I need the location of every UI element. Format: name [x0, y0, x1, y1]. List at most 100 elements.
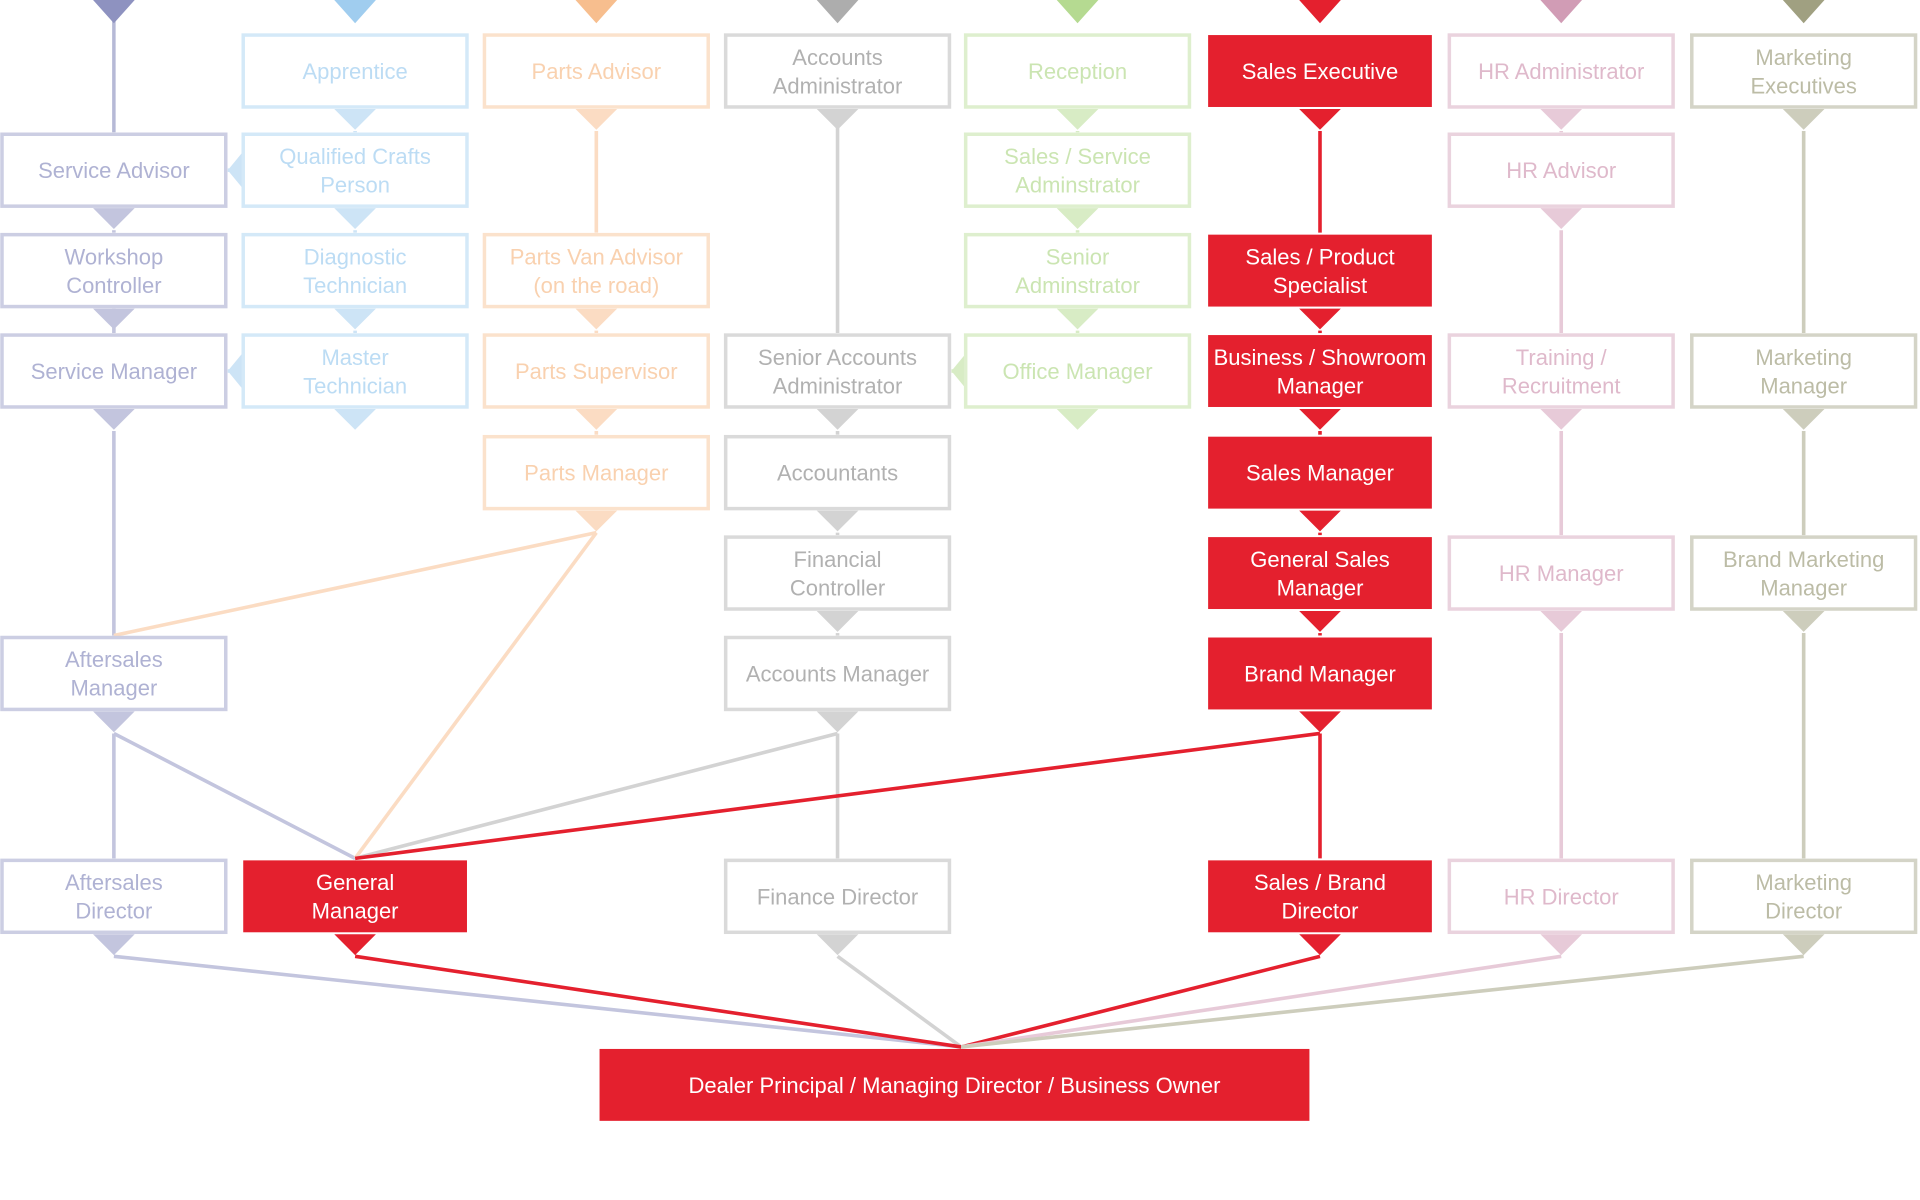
role-box-finance-director: Finance Director — [723, 858, 952, 956]
role-box — [1447, 33, 1675, 109]
connector-line — [354, 954, 962, 1049]
role-label: Technician — [303, 373, 407, 398]
role-box-reception: Reception — [963, 33, 1192, 130]
chevron-left-icon — [227, 350, 245, 392]
triangle-marker-icon-admin — [1056, 0, 1099, 24]
chevron-down-icon — [1540, 934, 1583, 956]
chevron-down-icon — [1540, 208, 1583, 229]
chevron-down-icon — [93, 208, 135, 229]
chevron-down-icon — [816, 611, 859, 632]
role-label: Workshop — [65, 244, 164, 269]
role-label: General — [316, 870, 394, 895]
role-box-hr-advisor: HR Advisor — [1447, 132, 1675, 229]
role-box-parts-supervisor: Parts Supervisor — [482, 333, 710, 430]
role-box-apprentice: Apprentice — [241, 33, 469, 130]
role-box — [1447, 858, 1675, 935]
role-box — [723, 635, 952, 712]
connector-line — [353, 531, 598, 860]
role-box — [0, 858, 228, 935]
role-box — [963, 333, 1192, 409]
role-label: Controller — [66, 273, 161, 298]
role-label: Reception — [1028, 59, 1127, 84]
role-box — [963, 132, 1192, 208]
role-box — [241, 232, 469, 309]
role-label: Marketing — [1755, 45, 1852, 70]
role-label: Parts Manager — [524, 461, 668, 486]
connector-line — [113, 731, 356, 860]
role-box — [0, 232, 228, 309]
role-label: Brand Manager — [1244, 661, 1396, 686]
chevron-down-icon — [334, 208, 376, 229]
role-box-parts-manager: Parts Manager — [482, 434, 710, 532]
role-label: Training / — [1516, 345, 1608, 370]
role-box — [482, 434, 710, 511]
chevron-down-icon — [1056, 308, 1099, 330]
triangle-marker-icon-accounts — [816, 0, 859, 24]
role-box — [1208, 335, 1432, 407]
role-box — [241, 132, 469, 208]
role-label: Aftersales — [65, 647, 163, 672]
role-label: Financial — [794, 547, 882, 572]
role-label: Director — [1765, 899, 1842, 924]
role-box — [241, 33, 469, 109]
role-label: Controller — [790, 575, 885, 600]
role-box — [963, 33, 1192, 109]
role-box-parts-van-advisor: Parts Van Advisor(on the road) — [482, 232, 710, 330]
role-box — [482, 333, 710, 409]
role-label: Marketing — [1755, 870, 1852, 895]
role-box — [723, 434, 952, 511]
role-box-training-recruitment: Training /Recruitment — [1447, 333, 1675, 430]
connector-line — [113, 954, 962, 1049]
role-box-service-manager: Service Manager — [0, 333, 245, 430]
role-label: Manager — [1277, 373, 1364, 398]
chevron-down-icon — [575, 308, 618, 330]
role-box-accountants: Accountants — [723, 434, 952, 532]
triangle-marker-icon-marketing — [1782, 0, 1825, 24]
connector-line — [354, 731, 1321, 861]
role-label: Sales / Product — [1245, 244, 1394, 269]
role-box-hr-administrator: HR Administrator — [1447, 33, 1675, 130]
chevron-down-icon — [1299, 408, 1341, 430]
chevron-down-icon — [575, 408, 618, 430]
chevron-down-icon — [1299, 108, 1341, 130]
connector-line — [960, 954, 1562, 1049]
role-label: Aftersales — [65, 870, 163, 895]
triangle-marker-icon-parts — [575, 0, 618, 24]
role-label: HR Manager — [1499, 561, 1624, 586]
chevron-down-icon — [1299, 711, 1341, 733]
role-label: Accounts Manager — [746, 661, 929, 686]
connector-line — [961, 954, 1804, 1049]
role-box — [243, 860, 467, 933]
chevron-down-icon — [1299, 934, 1341, 956]
role-label: Director — [1281, 899, 1358, 924]
role-box — [1208, 537, 1432, 610]
role-label: Dealer Principal / Managing Director / B… — [689, 1073, 1221, 1098]
chevron-down-icon — [93, 711, 135, 733]
chevron-down-icon — [1540, 108, 1583, 130]
chevron-down-icon — [1540, 611, 1583, 632]
role-label: Brand Marketing — [1723, 547, 1884, 572]
role-label: Sales / Service — [1004, 144, 1151, 169]
role-box — [482, 33, 710, 109]
role-label: General Sales — [1250, 547, 1389, 572]
role-label: Parts Advisor — [532, 59, 662, 84]
chevron-down-icon — [334, 108, 376, 130]
column-marker-layer — [93, 0, 1825, 24]
role-box — [1208, 860, 1432, 933]
role-box — [1690, 535, 1918, 611]
role-box — [1690, 333, 1918, 409]
connector-line — [354, 731, 839, 861]
chevron-down-icon — [816, 408, 859, 430]
role-box — [723, 535, 952, 611]
role-box — [1447, 535, 1675, 611]
